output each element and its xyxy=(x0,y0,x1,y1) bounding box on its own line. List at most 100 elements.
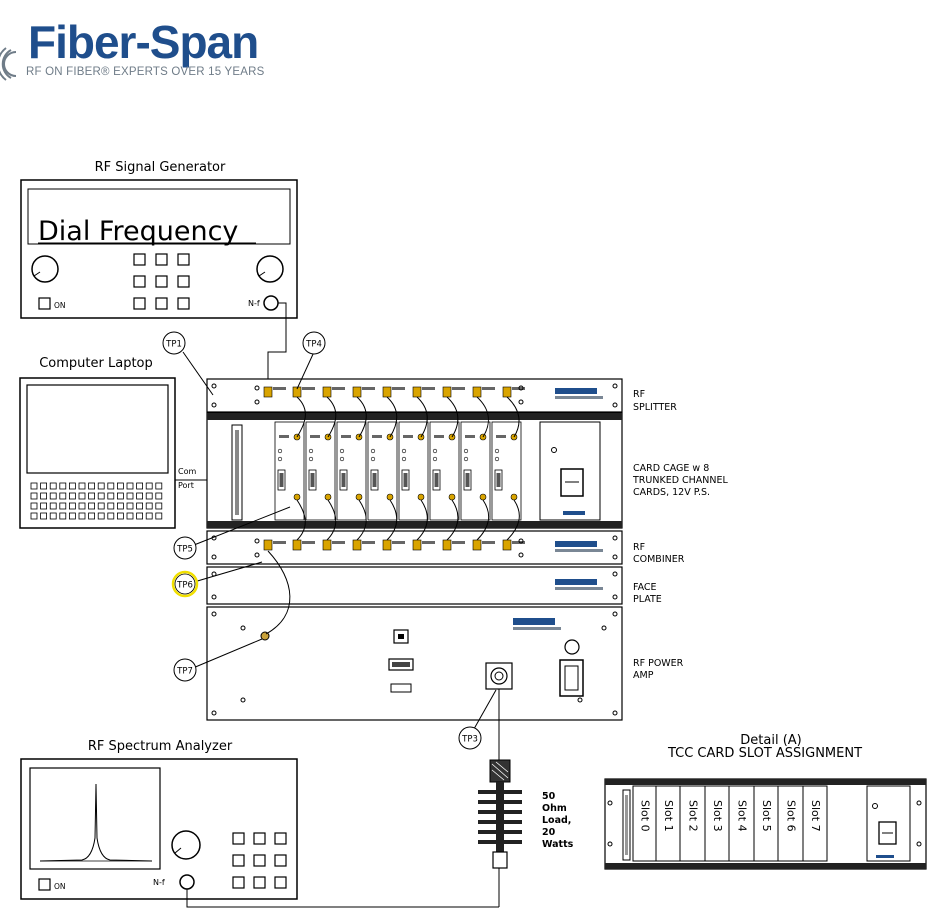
detail-slot-label: Slot 0 xyxy=(639,800,652,832)
signal-generator-keypad xyxy=(133,253,190,310)
rf-signal-generator: RF Signal Generator Dial Frequency ON N-… xyxy=(20,160,298,319)
splitter-port-tag xyxy=(392,387,405,390)
splitter-to-card-jumper xyxy=(326,396,337,438)
faceplate-label-2: PLATE xyxy=(633,594,662,605)
spectrum-analyzer-port-label: N-f xyxy=(153,878,165,887)
combiner-port-tag xyxy=(452,541,465,544)
detail-slot xyxy=(655,785,681,862)
laptop-key xyxy=(155,482,163,490)
laptop-key xyxy=(30,512,38,520)
card-connector-pins xyxy=(403,473,408,487)
generator-to-splitter-cable xyxy=(267,302,287,385)
detail-slot-label: Slot 1 xyxy=(662,800,675,832)
laptop-key xyxy=(145,512,153,520)
computer-laptop: Computer Laptop xyxy=(19,356,176,529)
tp1-marker: TP1 xyxy=(162,331,186,355)
card-connector-pins xyxy=(341,473,346,487)
card-connector-pins xyxy=(496,473,501,487)
rack-screw xyxy=(211,402,217,408)
card-connector-pins xyxy=(465,473,470,487)
card-to-combiner-jumper xyxy=(446,499,459,541)
face-plate-unit xyxy=(206,566,623,605)
laptop-key xyxy=(88,512,95,520)
rack-labels: RF SPLITTER CARD CAGE w 8 TRUNKED CHANNE… xyxy=(632,389,729,681)
rack-screw xyxy=(612,535,618,541)
splitter-to-card-jumper xyxy=(356,396,367,438)
laptop-key xyxy=(155,502,163,510)
signal-generator-on-label: ON xyxy=(54,301,66,310)
laptop-key xyxy=(107,512,115,520)
amp-fiber-span-badge xyxy=(513,618,555,625)
combiner-port xyxy=(412,539,422,551)
card-connector-pins xyxy=(434,473,439,487)
laptop-key xyxy=(136,482,144,490)
load-label-3: Load, xyxy=(542,815,571,826)
tp6-label: TP6 xyxy=(176,581,193,591)
rack-screw xyxy=(612,402,618,408)
rack-screw xyxy=(518,399,524,405)
tp6-marker: TP6 xyxy=(171,570,199,598)
card-label xyxy=(372,435,382,438)
laptop-key xyxy=(117,512,124,520)
rack-screw xyxy=(254,538,260,544)
splitter-to-card-jumper xyxy=(446,396,459,438)
laptop-key xyxy=(126,502,134,510)
rack-screw xyxy=(518,385,524,391)
spectrum-analyzer-keypad xyxy=(232,832,287,889)
rack-screw xyxy=(612,383,618,389)
card-led xyxy=(494,448,500,454)
card-led xyxy=(308,448,314,454)
laptop-key xyxy=(136,502,144,510)
rf-jumper-cables xyxy=(296,396,520,541)
splitter-port-tag xyxy=(512,387,525,390)
card-led xyxy=(277,456,283,462)
spectrum-analyzer-knob xyxy=(171,830,201,860)
detail-slot xyxy=(679,785,706,862)
splitter-port xyxy=(263,386,273,398)
laptop-key xyxy=(97,502,105,510)
card-led xyxy=(277,448,283,454)
card-led xyxy=(401,456,407,462)
equipment-rack xyxy=(206,378,623,721)
laptop-key xyxy=(117,502,124,510)
laptop-title: Computer Laptop xyxy=(39,356,153,371)
combiner-port-tag xyxy=(362,541,375,544)
card-led xyxy=(432,456,438,462)
load-label: 50 Ohm Load, 20 Watts xyxy=(542,791,574,850)
laptop-key xyxy=(145,492,153,500)
laptop-key xyxy=(78,492,86,500)
card-led xyxy=(370,456,376,462)
combiner-port xyxy=(322,539,332,551)
laptop-key xyxy=(69,482,76,490)
splitter-to-card-jumper xyxy=(506,396,520,438)
card-rf-out-port xyxy=(417,493,425,501)
logo-brand: Fiber-Span xyxy=(28,16,258,68)
laptop-key xyxy=(88,492,95,500)
card-led xyxy=(308,456,314,462)
splitter-port xyxy=(442,386,452,398)
laptop-key xyxy=(155,492,163,500)
logo-swoosh-icon xyxy=(0,47,17,81)
laptop-key xyxy=(40,492,47,500)
laptop-key xyxy=(69,492,76,500)
spectrum-analyzer-title: RF Spectrum Analyzer xyxy=(88,739,233,754)
combiner-label-1: RF xyxy=(633,542,645,553)
splitter-to-card-jumper xyxy=(386,396,398,438)
combiner-port-tag xyxy=(512,541,525,544)
rf-combiner-unit xyxy=(206,530,623,565)
splitter-port xyxy=(352,386,362,398)
spectrum-analyzer-on-label: ON xyxy=(54,882,66,891)
card-connector-pins xyxy=(372,473,377,487)
laptop-key xyxy=(30,502,38,510)
cage-label-1: CARD CAGE w 8 xyxy=(633,463,709,474)
laptop-key xyxy=(30,492,38,500)
laptop-key xyxy=(49,482,57,490)
analyzer-to-load-cable xyxy=(186,889,499,908)
detail-slot xyxy=(802,785,828,862)
detail-slot-label: Slot 4 xyxy=(736,800,749,832)
logo-tagline: RF ON FIBER® EXPERTS OVER 15 YEARS xyxy=(26,66,265,78)
combiner-port xyxy=(442,539,452,551)
cage-label-3: CARDS, 12V P.S. xyxy=(633,487,710,498)
laptop-key xyxy=(59,492,67,500)
load-label-1: 50 xyxy=(542,791,556,802)
